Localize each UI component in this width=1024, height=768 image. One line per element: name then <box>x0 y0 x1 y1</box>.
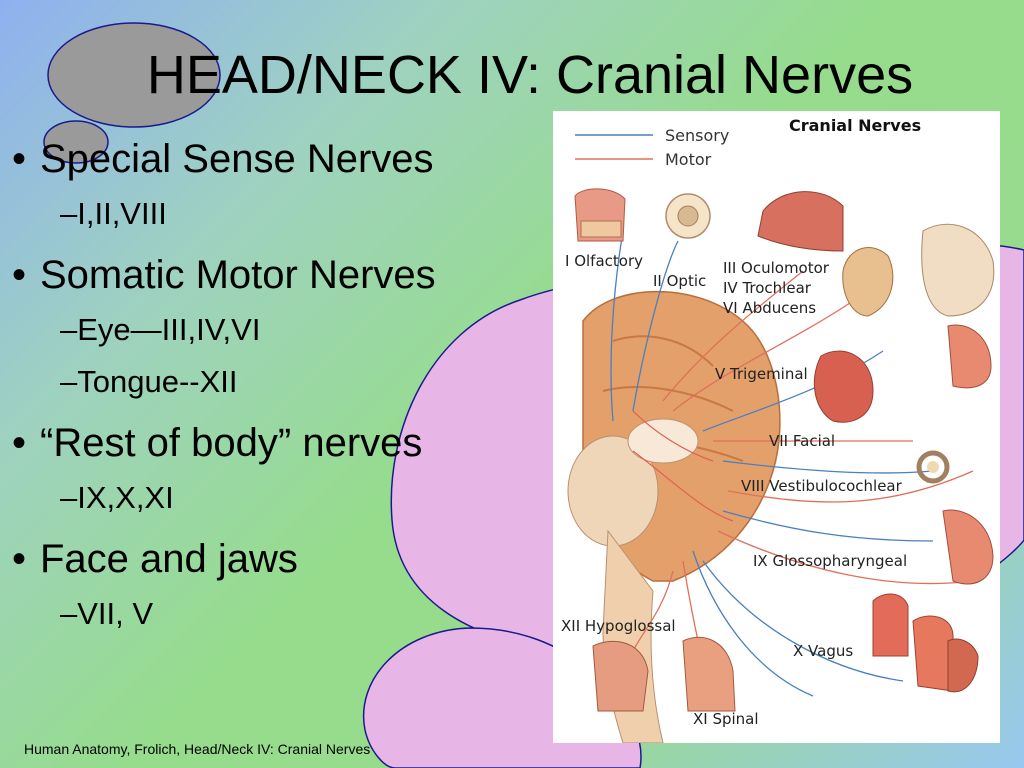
label-oculomotor: III Oculomotor <box>723 259 830 277</box>
legend-sensory: Sensory <box>665 126 729 145</box>
label-vestibulocochlear: VIII Vestibulocochlear <box>741 477 903 495</box>
label-facial: VII Facial <box>769 432 835 450</box>
label-trigeminal: V Trigeminal <box>715 365 808 383</box>
bullet-special-sense: •Special Sense Nerves <box>12 137 434 181</box>
gray-blob-large <box>47 22 221 128</box>
cranial-nerves-illustration: Sensory Motor Cranial Nerves <box>561 116 995 744</box>
label-olfactory: I Olfactory <box>565 252 643 270</box>
sub-bullet: –I,II,VIII <box>60 196 167 231</box>
cranial-nerves-figure: Sensory Motor Cranial Nerves <box>553 111 1000 744</box>
legend-motor: Motor <box>665 150 712 169</box>
label-hypoglossal: XII Hypoglossal <box>561 617 676 635</box>
sub-bullet: –VII, V <box>60 596 154 631</box>
nerve-labels: I Olfactory II Optic III Oculomotor IV T… <box>561 252 907 728</box>
label-optic: II Optic <box>653 272 706 290</box>
label-glossopharyngeal: IX Glossopharyngeal <box>753 552 907 570</box>
label-spinal: XI Spinal <box>693 710 759 728</box>
sub-bullet: –IX,X,XI <box>60 480 174 515</box>
bullet-somatic-motor: •Somatic Motor Nerves <box>12 253 436 297</box>
sub-bullet: –Eye—III,IV,VI <box>60 312 261 347</box>
bullet-rest-of-body: •“Rest of body” nerves <box>12 421 423 465</box>
label-abducens: VI Abducens <box>723 299 816 317</box>
slide-footer: Human Anatomy, Frolich, Head/Neck IV: Cr… <box>24 741 371 757</box>
label-trochlear: IV Trochlear <box>723 279 812 297</box>
bullet-face-jaws: •Face and jaws <box>12 537 298 581</box>
organ-illustrations <box>574 188 995 712</box>
slide-title: HEAD/NECK IV: Cranial Nerves <box>146 45 914 105</box>
label-vagus: X Vagus <box>793 642 853 660</box>
sub-bullet: –Tongue--XII <box>60 364 238 399</box>
figure-title: Cranial Nerves <box>789 116 921 135</box>
gray-blob-small <box>43 120 109 164</box>
bullet-list: •Special Sense Nerves –I,II,VIII •Somati… <box>12 136 552 652</box>
